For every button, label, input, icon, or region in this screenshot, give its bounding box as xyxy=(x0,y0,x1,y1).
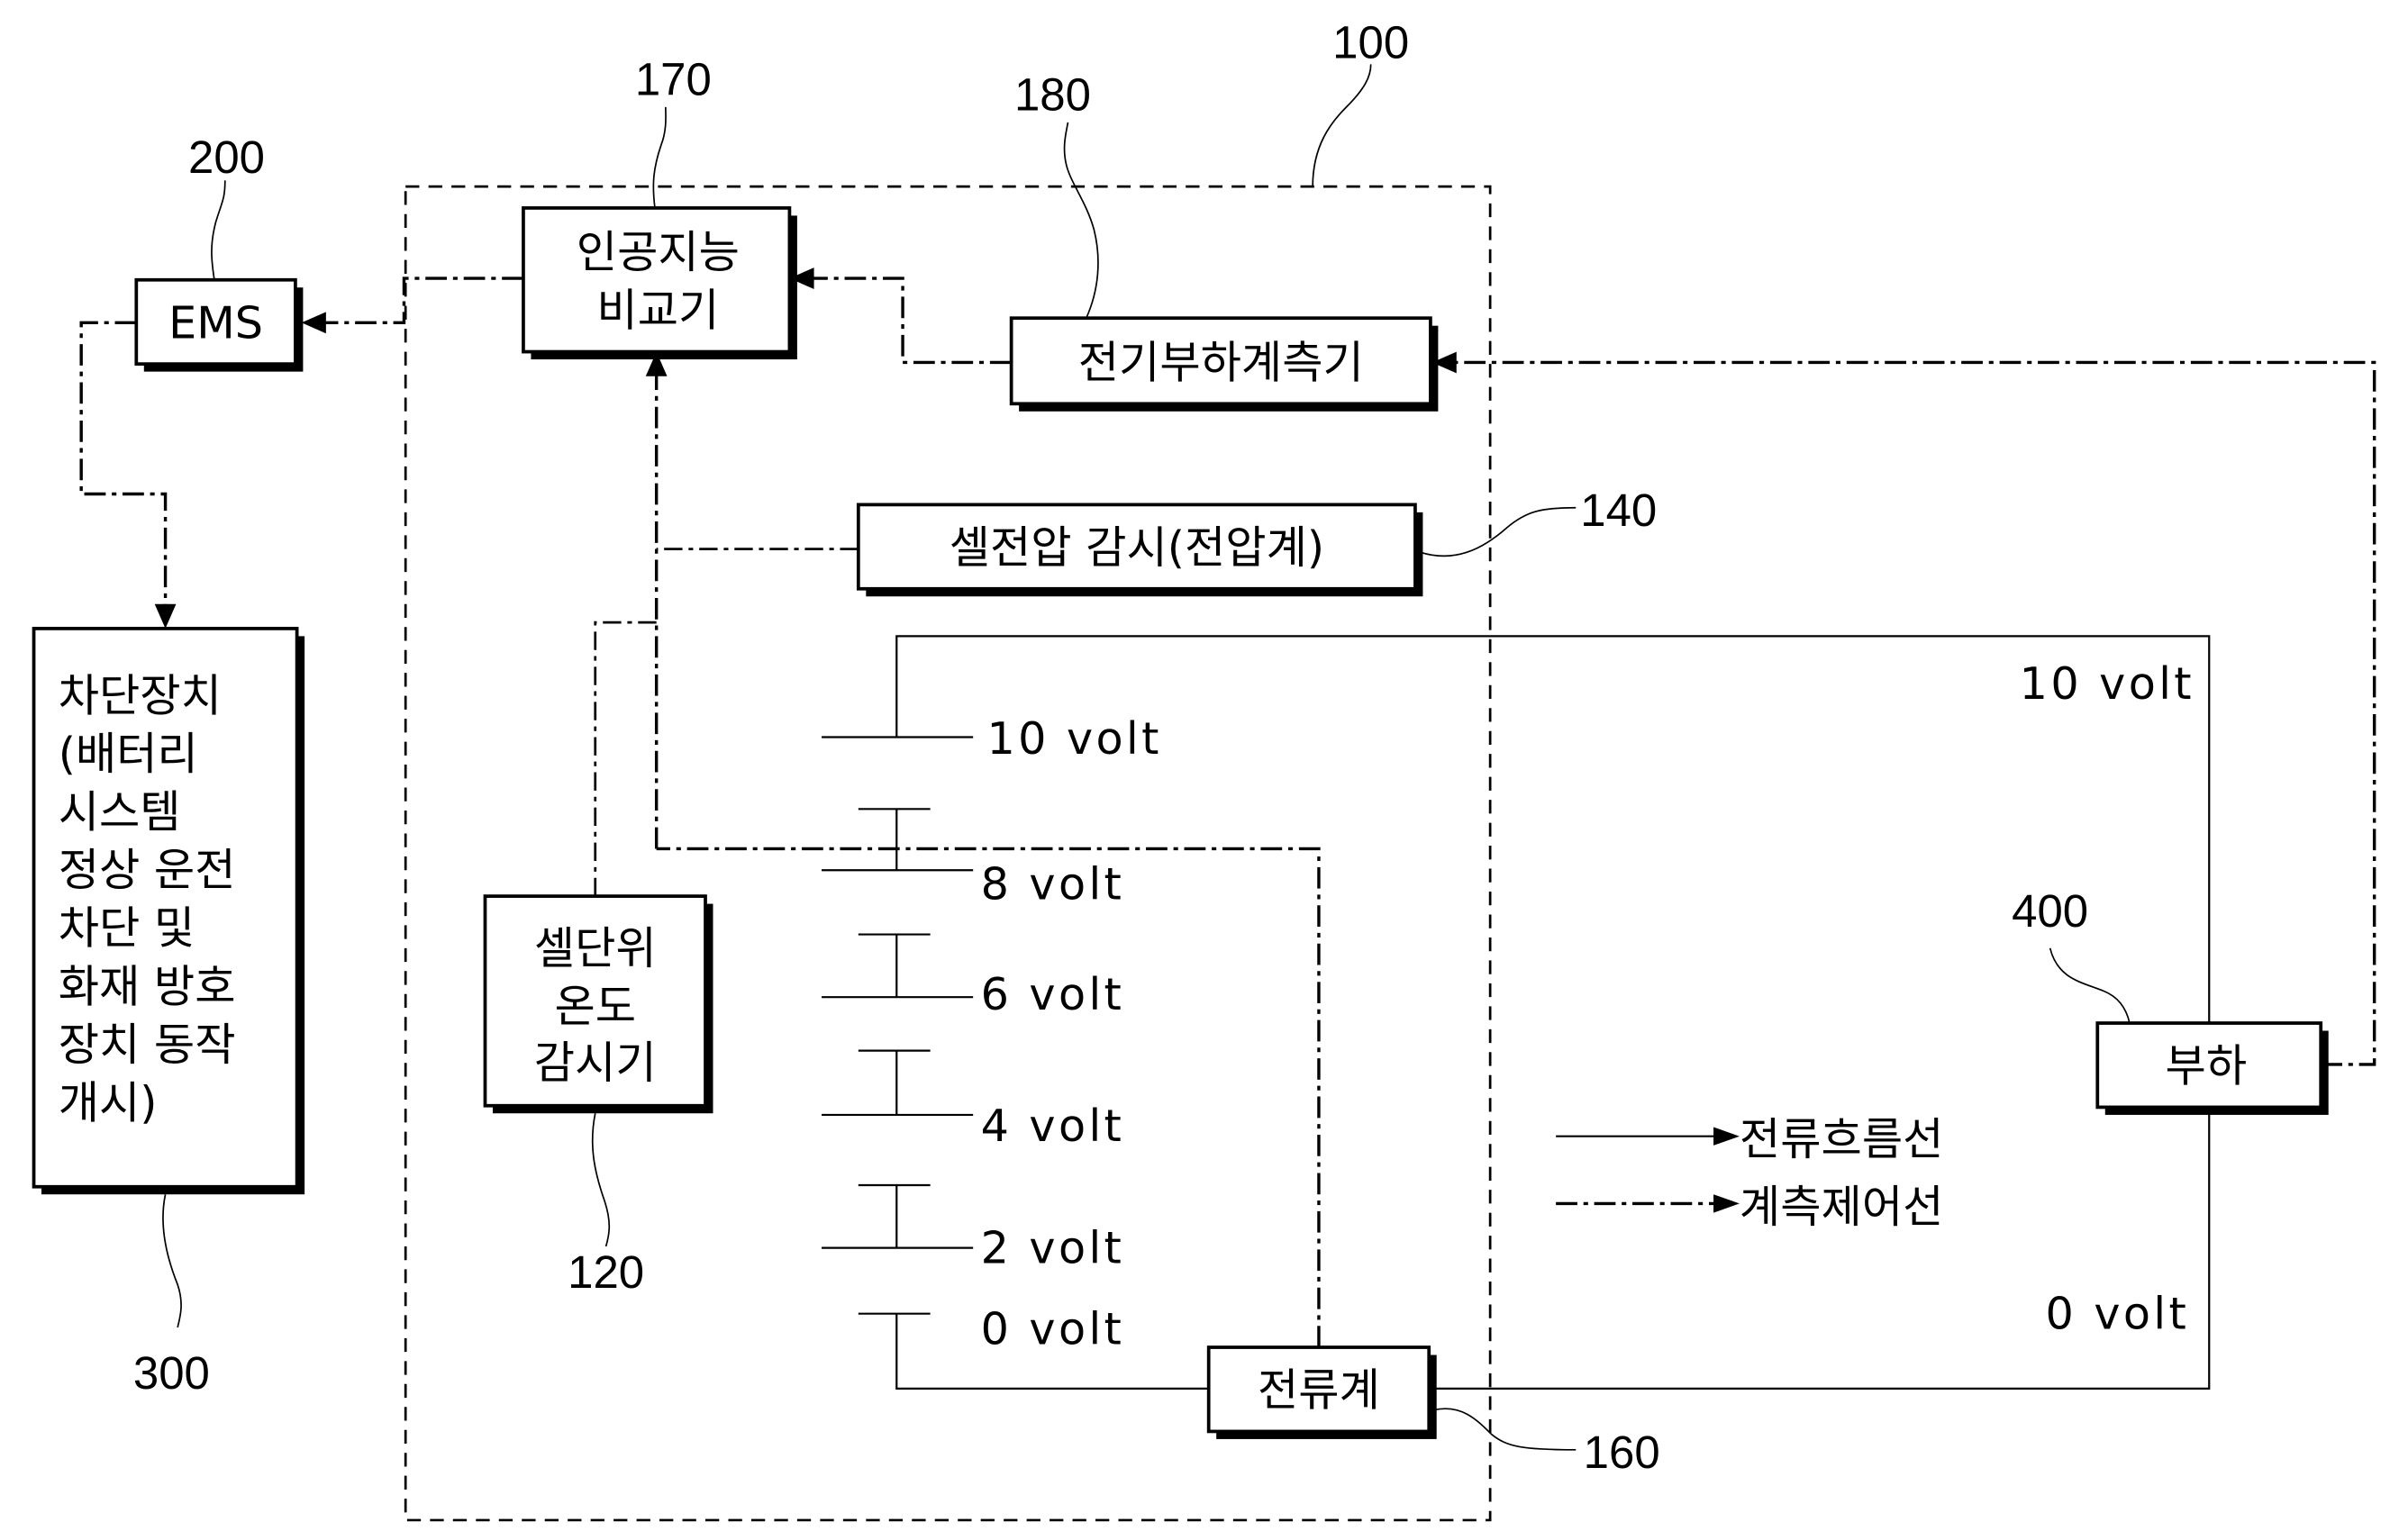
voltage-monitor-label: 셀전압 감시(전압계) xyxy=(950,521,1324,574)
temperature-monitor-label-line1: 셀단위 xyxy=(534,922,657,974)
voltage-label-4v: 4 volt xyxy=(981,1100,1125,1152)
leader-170 xyxy=(652,106,667,209)
ai-comparator-block: 인공지능 비교기 xyxy=(522,206,797,360)
voltage-monitor-block: 셀전압 감시(전압계) xyxy=(856,503,1423,597)
temperature-monitor-block: 셀단위 온도 감시기 xyxy=(483,894,713,1114)
breaker-label-line6: 화재 방호 xyxy=(59,960,236,1012)
breaker-label-line8: 개시) xyxy=(59,1076,158,1128)
load-meter-label: 전기부하계측기 xyxy=(1078,336,1364,388)
breaker-label-line2: (배터리 xyxy=(59,728,198,780)
legend: 전류흐름선 계측제어선 xyxy=(1556,1113,1943,1233)
load-side-bottom-voltage: 0 volt xyxy=(2046,1288,2190,1340)
wire-top-positive xyxy=(895,635,2211,1024)
ref-140: 140 xyxy=(1580,485,1657,536)
legend-current-flow-label: 전류흐름선 xyxy=(1740,1113,1943,1165)
leader-180 xyxy=(1063,122,1099,319)
breaker-label-line3: 시스템 xyxy=(59,786,181,838)
ctrl-line-ems-to-breaker xyxy=(79,321,168,609)
ref-180: 180 xyxy=(1014,68,1091,120)
voltage-label-0v: 0 volt xyxy=(981,1303,1125,1355)
ammeter-label: 전류계 xyxy=(1258,1364,1380,1417)
leader-400 xyxy=(2049,947,2131,1024)
ctrl-line-load-to-loadmeter xyxy=(1453,360,2376,1066)
arrow-into-ai-right xyxy=(789,267,814,289)
ctrl-line-temperature-monitor-to-bus xyxy=(594,621,657,897)
ctrl-line-ai-to-ems xyxy=(321,276,523,324)
load-block: 부하 xyxy=(2095,1021,2329,1115)
ref-200: 200 xyxy=(188,131,265,183)
ctrl-line-loadmeter-to-ai xyxy=(811,276,1012,365)
ref-400: 400 xyxy=(2012,885,2088,937)
leader-140 xyxy=(1419,506,1577,557)
leader-100 xyxy=(1312,64,1372,187)
legend-measurement-control-label: 계측제어선 xyxy=(1740,1181,1943,1233)
breaker-label-line7: 장치 동작 xyxy=(59,1019,236,1071)
arrow-into-loadmeter xyxy=(1431,351,1457,374)
wire-bottom-negative xyxy=(895,1313,1209,1390)
ems-label: EMS xyxy=(168,296,263,349)
breaker-block: 차단장치 (배터리 시스템 정상 운전 차단 및 화재 방호 장치 동작 개시) xyxy=(32,627,305,1195)
system-boundary xyxy=(404,185,1492,1522)
legend-dashdot-arrow xyxy=(1713,1194,1740,1213)
load-meter-block: 전기부하계측기 xyxy=(1009,316,1439,412)
ref-300: 300 xyxy=(133,1347,210,1399)
breaker-label-line5: 차단 및 xyxy=(59,902,195,955)
wire-ammeter-to-load xyxy=(1429,1107,2211,1390)
leader-300 xyxy=(162,1194,182,1328)
load-label: 부하 xyxy=(2166,1040,2248,1092)
ai-comparator-label-line1: 인공지능 xyxy=(577,226,740,278)
arrow-into-ems xyxy=(301,312,326,334)
breaker-label-line1: 차단장치 xyxy=(59,670,222,722)
leader-120 xyxy=(591,1113,611,1247)
arrow-into-ai-bottom xyxy=(645,351,668,376)
ai-comparator-label-line2: 비교기 xyxy=(596,285,719,337)
ems-block: EMS xyxy=(134,277,304,372)
ref-170: 170 xyxy=(635,53,712,104)
temperature-monitor-label-line2: 온도 xyxy=(554,980,636,1032)
arrow-into-breaker xyxy=(154,603,177,629)
ref-120: 120 xyxy=(568,1246,644,1298)
temperature-monitor-label-line3: 감시기 xyxy=(534,1037,657,1089)
voltage-label-2v: 2 volt xyxy=(981,1222,1125,1274)
voltage-label-6v: 6 volt xyxy=(981,968,1125,1020)
ctrl-line-ammeter-to-bus xyxy=(656,847,1321,1348)
voltage-label-8v: 8 volt xyxy=(981,857,1125,910)
legend-solid-arrow xyxy=(1713,1127,1740,1146)
load-side-top-voltage: 10 volt xyxy=(2020,657,2195,710)
ammeter-block: 전류계 xyxy=(1206,1345,1437,1439)
ref-160: 160 xyxy=(1584,1427,1660,1478)
leader-160 xyxy=(1433,1408,1577,1451)
leader-200 xyxy=(211,180,226,280)
ref-100: 100 xyxy=(1332,17,1409,68)
voltage-label-10v: 10 volt xyxy=(986,712,1161,765)
breaker-label-line4: 정상 운전 xyxy=(59,844,236,896)
cell-stack: 10 volt 8 volt 6 volt 4 volt 2 volt 0 vo… xyxy=(822,712,1161,1355)
